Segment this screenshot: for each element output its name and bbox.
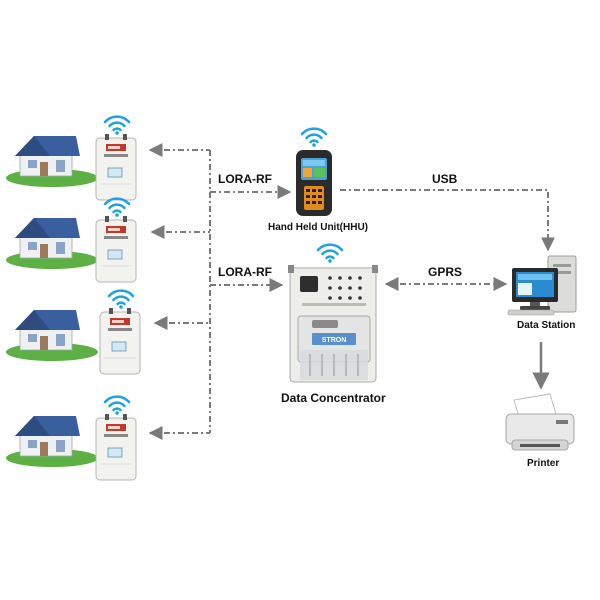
- wifi-icon-meter-1: [103, 115, 131, 137]
- smart-meter-3: [99, 307, 141, 375]
- house-icon-4: [5, 415, 99, 468]
- usb-label: USB: [432, 172, 458, 186]
- house-icon-3: [5, 309, 99, 362]
- hhu-label: Hand Held Unit(HHU): [268, 222, 368, 233]
- handheld-unit-device: [296, 150, 332, 216]
- data-station-label: Data Station: [517, 320, 576, 331]
- printer-label: Printer: [527, 458, 560, 469]
- wifi-icon-concentrator: [316, 243, 344, 265]
- house-icon-1: [5, 135, 99, 188]
- data-concentrator-device: [288, 265, 378, 383]
- wifi-icon-meter-2: [103, 197, 131, 219]
- lora-rf-label-top: LORA-RF: [218, 172, 272, 186]
- data-station-computer: [507, 255, 577, 316]
- smart-meter-4: [95, 413, 137, 481]
- lora-rf-label-mid: LORA-RF: [218, 265, 272, 279]
- smart-meter-2: [95, 215, 137, 283]
- house-icon-2: [5, 217, 99, 270]
- meter-bus-connectors: [148, 143, 292, 440]
- wifi-icon-meter-4: [103, 395, 131, 417]
- gprs-label: GPRS: [428, 265, 463, 279]
- data-concentrator-label: Data Concentrator: [281, 391, 386, 405]
- usb-connector: [340, 189, 555, 252]
- wifi-icon-hhu: [300, 127, 328, 149]
- wifi-icon-meter-3: [107, 289, 135, 311]
- smart-meter-1: [95, 133, 137, 201]
- printer-device: [505, 393, 575, 451]
- meter-brand-label: STRON: [322, 337, 347, 344]
